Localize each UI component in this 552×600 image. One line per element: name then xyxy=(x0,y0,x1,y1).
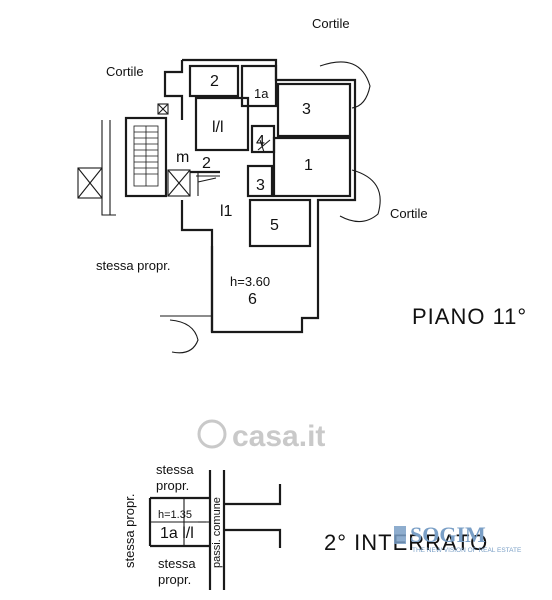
door-swing xyxy=(257,139,271,153)
basement-stessa-top-2: propr. xyxy=(156,478,189,493)
staircase-walls xyxy=(124,116,168,198)
room-3b-label: 3 xyxy=(256,177,265,194)
wall-segment xyxy=(163,60,184,120)
watermark: casa.it xyxy=(197,419,325,453)
room-5-walls xyxy=(248,198,312,248)
basement-height-label: h=1.35 xyxy=(158,509,192,521)
room-3-label: 3 xyxy=(302,101,311,118)
stessa-propr-label: stessa propr. xyxy=(96,258,170,273)
room-4-label: 4 xyxy=(256,133,265,150)
watermark-text: casa.it xyxy=(232,420,325,453)
elevator-shaft-left xyxy=(77,167,103,199)
room-3b-walls xyxy=(246,164,274,198)
room-2-walls xyxy=(188,64,240,98)
basement-stessa-bot-2: propr. xyxy=(158,572,191,587)
room-1a-walls xyxy=(240,64,278,108)
basement-stessa-left: stessa propr. xyxy=(122,494,137,568)
room-2a-label: 2 xyxy=(210,73,219,90)
logo-mark-icon xyxy=(394,526,406,544)
door-swing xyxy=(197,172,217,196)
room-ll-label: l/l xyxy=(212,119,224,136)
room-1a-label: 1a xyxy=(254,86,269,101)
basement-stessa-bot-1: stessa xyxy=(158,556,196,571)
room-1-label: 1 xyxy=(304,157,313,174)
basement-room-label: 1a l/l xyxy=(160,525,194,542)
wall-segment xyxy=(101,120,116,216)
plan-labels: Cortile Cortile Cortile stessa propr. 2 … xyxy=(96,16,527,329)
floor-title: PIANO 11° xyxy=(412,304,527,329)
elevator-shaft-right xyxy=(167,169,191,197)
plan-walls xyxy=(77,58,381,354)
balcony-right xyxy=(339,169,381,223)
small-shaft xyxy=(157,103,169,115)
balcony-top xyxy=(319,61,371,109)
cortile-left-label: Cortile xyxy=(106,64,144,79)
room-l1-label: l1 xyxy=(220,203,233,220)
staircase-steps xyxy=(133,125,159,187)
basement-walls xyxy=(148,470,282,590)
basement-passi-comune: passi. comune xyxy=(211,497,223,568)
room-5-label: 5 xyxy=(270,217,279,234)
room-m-label: m xyxy=(176,149,189,166)
room-6-height-label: h=3.60 xyxy=(230,274,270,289)
room-ll-walls xyxy=(194,96,250,152)
sogim-logo: SOGIM THE NEW VISION OF REAL ESTATE xyxy=(394,522,522,554)
cortile-right-label: Cortile xyxy=(390,206,428,221)
room-3-walls xyxy=(276,82,352,138)
balcony-bottom xyxy=(169,319,199,354)
room-1-walls xyxy=(272,136,352,198)
logo-tagline: THE NEW VISION OF REAL ESTATE xyxy=(412,547,522,554)
logo-name: SOGIM xyxy=(410,522,486,547)
basement-stessa-top-1: stessa xyxy=(156,462,194,477)
room-6-label: 6 xyxy=(248,291,257,308)
room-2b-label: 2 xyxy=(202,155,211,172)
cortile-top-label: Cortile xyxy=(312,16,350,31)
